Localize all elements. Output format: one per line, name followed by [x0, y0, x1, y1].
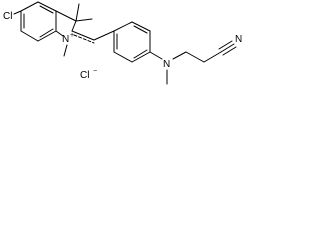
nitrile-nitrogen-label: N [235, 34, 242, 45]
indolium-nitrogen-label: N [62, 34, 69, 45]
chlorine-atom-label: Cl [3, 11, 12, 22]
indole-benzene-ring [20, 1, 57, 42]
methyl-bond-right [75, 18, 93, 22]
indolium-five-membered-ring [55, 10, 77, 37]
aryl-amine-bond [149, 51, 163, 60]
phenylene-ring [113, 21, 151, 63]
chemical-structure-diagram: Cl N + N [3, 1, 242, 85]
cyanoethyl-chain [172, 51, 222, 63]
n-methyl-bond [63, 44, 68, 57]
amine-nitrogen-label: N [163, 59, 170, 70]
chloride-charge-label: − [93, 68, 97, 75]
chloro-bond [13, 10, 22, 15]
nitrile-triple-bond [218, 40, 237, 56]
chloride-ion-label: Cl [80, 70, 89, 81]
methyl-bond-upper [75, 3, 80, 22]
vinyl-linker [71, 30, 115, 44]
indolium-charge-label: + [70, 32, 74, 39]
